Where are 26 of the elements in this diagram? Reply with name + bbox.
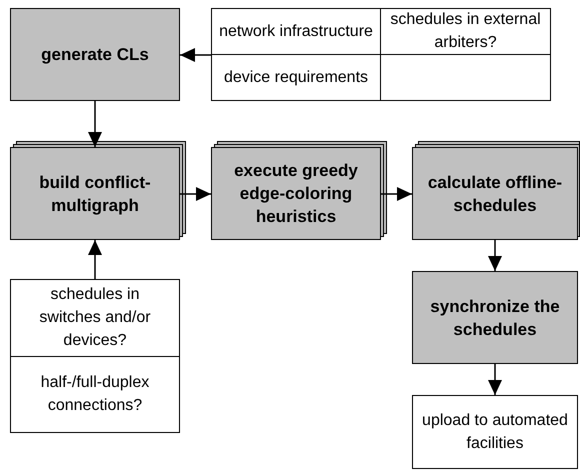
process-label: generate CLs xyxy=(41,44,149,66)
table-cell-text: device requirements xyxy=(224,68,368,88)
arrow xyxy=(488,364,502,395)
arrow xyxy=(88,101,102,147)
arrow xyxy=(88,240,102,279)
note-text: schedules in switches and/or devices? xyxy=(38,285,152,352)
output-text: upload to automated facilities xyxy=(421,411,569,454)
process-box xyxy=(412,271,578,364)
table-cell-text: schedules in external arbiters? xyxy=(389,10,542,54)
arrow xyxy=(488,240,502,271)
arrow xyxy=(381,187,412,201)
process-label: synchronize the schedules xyxy=(429,296,561,340)
process-box xyxy=(412,147,578,240)
process-box xyxy=(211,147,381,240)
process-box xyxy=(10,8,180,101)
input-table xyxy=(211,8,551,101)
note-text: half-/full-duplex connections? xyxy=(40,373,150,416)
process-label: build conflict-multigraph xyxy=(38,172,152,216)
arrow xyxy=(180,48,211,62)
process-label: calculate offline-schedules xyxy=(426,172,564,216)
arrow xyxy=(180,187,211,201)
process-label: execute greedy edge-coloring heuristics xyxy=(233,160,359,228)
table-cell-text: network infrastructure xyxy=(219,22,373,42)
process-box xyxy=(10,147,180,240)
note-box xyxy=(10,279,180,433)
output-box xyxy=(412,395,578,469)
